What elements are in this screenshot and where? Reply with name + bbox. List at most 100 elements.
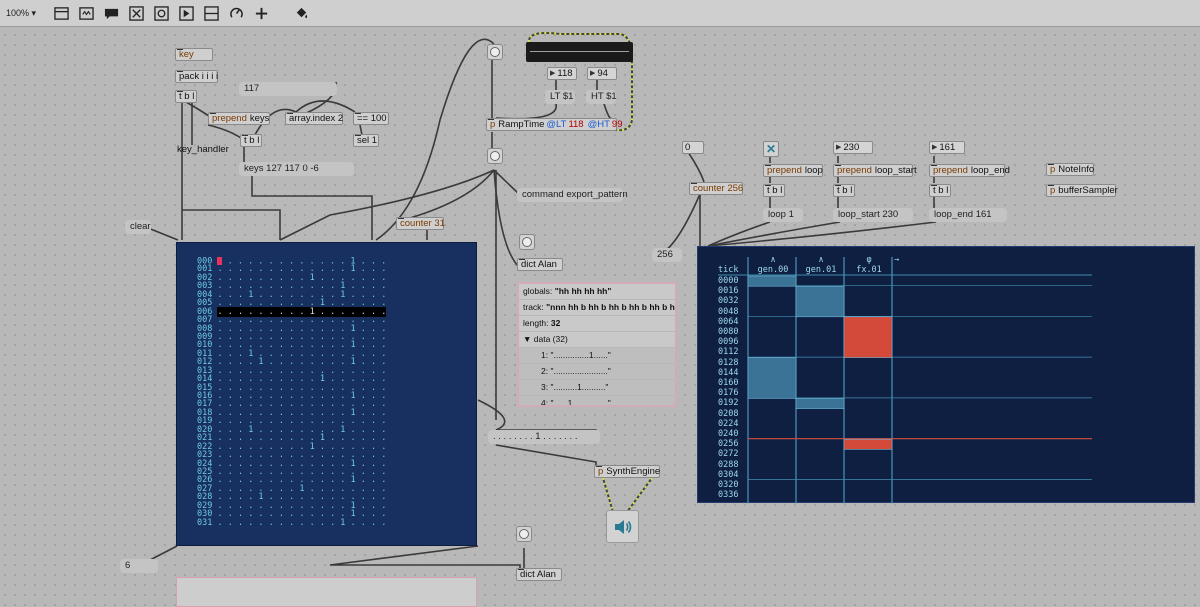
speaker-icon[interactable] — [606, 510, 639, 543]
slider-icon[interactable] — [201, 3, 221, 23]
loop-start-number-box[interactable]: ▶230 — [833, 141, 873, 154]
ht-message[interactable]: HT $1 — [586, 90, 617, 104]
sequencer-row[interactable]: 009 . . . . . . . . . . . . . . . . . — [197, 333, 476, 342]
dict-view[interactable]: globals: "hh hh hh hh" track: "nnn hh b … — [517, 282, 677, 407]
column-header[interactable]: ∧gen.01 — [798, 255, 844, 275]
loop-end-trigger-object[interactable]: t b l — [929, 184, 951, 197]
sequencer-row[interactable]: 003 . . . . . . . . . . . . 1 . . . . — [197, 282, 476, 291]
sequencer-row[interactable]: 012 . . . . 1 . . . . . . . . 1 . . . — [197, 358, 476, 367]
presentation-icon[interactable] — [51, 3, 71, 23]
note-block[interactable] — [747, 275, 797, 287]
equals-object[interactable]: == 100 — [353, 112, 389, 125]
dict-data-item[interactable]: 1: "...............1......" — [519, 348, 675, 364]
number-message[interactable]: 117 — [239, 82, 337, 96]
range-slider[interactable] — [526, 42, 633, 62]
dict-data-item[interactable]: 4: "......1..............." — [519, 396, 675, 405]
pattern-message[interactable]: . . . . . . . . 1 . . . . . . . — [488, 430, 600, 444]
zero-number-box[interactable]: 0 — [682, 141, 704, 154]
bang-button-2[interactable] — [487, 148, 503, 164]
message-icon[interactable] — [101, 3, 121, 23]
loop-start-trigger-object[interactable]: t b l — [833, 184, 855, 197]
loop-end-message[interactable]: loop_end 161 — [929, 208, 1007, 222]
counter-31-object[interactable]: counter 31 — [396, 217, 445, 230]
sequencer-row[interactable]: 018 . . . . . . . . . . . . . 1 . . . — [197, 409, 476, 418]
bang-button-3[interactable] — [516, 526, 532, 542]
dict-length-row[interactable]: length: 32 — [519, 316, 675, 332]
sequencer-row[interactable]: 029 . . . . . . . . . . . . . 1 . . . — [197, 501, 476, 510]
sequencer-row[interactable]: 024 . . . . . . . . . . . . . 1 . . . — [197, 459, 476, 468]
array-index-object[interactable]: array.index 2 — [285, 112, 343, 125]
column-header[interactable]: → — [894, 255, 940, 275]
number-256-message[interactable]: 256 — [652, 248, 682, 262]
lt-number-box[interactable]: ▶118 — [547, 67, 577, 80]
sequencer-row[interactable]: 020 . . . 1 . . . . . . . . 1 . . . . — [197, 426, 476, 435]
bottom-panel[interactable] — [176, 577, 477, 607]
sequencer-row[interactable]: 006 . . . . . . . . . 1 . . . . . . . — [197, 306, 476, 317]
sequencer-row[interactable]: 026 . . . . . . . . . . . . . 1 . . . — [197, 476, 476, 485]
loop-end-number-box[interactable]: ▶161 — [929, 141, 965, 154]
sequencer-row[interactable]: 027 . . . . . . . . 1 . . . . . . . . — [197, 485, 476, 494]
sequencer-row[interactable]: 014 . . . . . . . . . . 1 . . . . . . — [197, 375, 476, 384]
sequencer-row[interactable]: 011 . . . 1 . . . . . . . . . . . . . — [197, 350, 476, 359]
sequencer-row[interactable]: 010 . . . . . . . . . . . . . 1 . . . — [197, 341, 476, 350]
dial-icon[interactable] — [226, 3, 246, 23]
pack-object[interactable]: pack i i i i — [175, 70, 218, 83]
dict-globals-row[interactable]: globals: "hh hh hh hh" — [519, 284, 675, 300]
sequencer-row[interactable]: 028 . . . . 1 . . . . . . . . . . . . — [197, 493, 476, 502]
dict-data-item[interactable]: 2: "......................." — [519, 364, 675, 380]
select-object[interactable]: sel 1 — [353, 134, 379, 147]
lt-message[interactable]: LT $1 — [545, 90, 575, 104]
sequencer-row[interactable]: 001 . . . . . . . . . . . . . 1 . . . — [197, 265, 476, 274]
number-6-message[interactable]: 6 — [120, 559, 158, 573]
sequencer-row[interactable]: 021 . . . . . . . . . . 1 . . . . . . — [197, 434, 476, 443]
dict-alan-object[interactable]: dict Alan — [517, 258, 563, 271]
sequencer-row[interactable]: 000 . . . . . . . . . . . . 1 . . . — [197, 257, 476, 266]
note-block[interactable] — [795, 285, 845, 318]
sequencer-row[interactable]: 031 . . . . . . . . . . . . 1 . . . . — [197, 518, 476, 527]
sequencer-row[interactable]: 017 . . . . . . . . . . . . . . . . . — [197, 400, 476, 409]
ht-number-box[interactable]: ▶94 — [587, 67, 617, 80]
clear-message[interactable]: clear — [125, 220, 151, 234]
sequencer-row[interactable]: 025 . . . . . . . . . . . . . . . . . — [197, 468, 476, 477]
sequencer-row[interactable]: 015 . . . . . . . . . . . . . . . . . — [197, 383, 476, 392]
dict-track-row[interactable]: track: "nnn hh b hh b hh b hh b hh b hh" — [519, 300, 675, 316]
loop-message[interactable]: loop 1 — [763, 208, 803, 222]
export-pattern-message[interactable]: command export_pattern — [517, 188, 628, 202]
sequencer-row[interactable]: 023 . . . . . . . . . . . . . . . . . — [197, 451, 476, 460]
note-block[interactable] — [795, 398, 845, 409]
trigger-object-2[interactable]: t b l — [240, 134, 262, 147]
bang-button[interactable] — [487, 44, 503, 60]
dict-data-item[interactable]: 3: "..........1.........." — [519, 380, 675, 396]
dict-data-row[interactable]: ▼ data (32) — [519, 332, 675, 348]
paint-icon[interactable] — [291, 3, 311, 23]
sequencer-row[interactable]: 016 . . . . . . . . . . . . . 1 . . . — [197, 392, 476, 401]
sequencer-display[interactable]: 000 . . . . . . . . . . . . 1 . . .001 .… — [176, 242, 477, 546]
loop-start-message[interactable]: loop_start 230 — [833, 208, 913, 222]
dict-bang-button[interactable] — [519, 234, 535, 250]
sequencer-row[interactable]: 013 . . . . . . . . . . . . . . . . . — [197, 366, 476, 375]
note-block[interactable] — [747, 357, 797, 399]
sequencer-row[interactable]: 007 . . . . . . . . . . . . . . . . . — [197, 316, 476, 325]
add-icon[interactable] — [251, 3, 271, 23]
sequencer-row[interactable]: 008 . . . . . . . . . . . . . 1 . . . — [197, 324, 476, 333]
loop-toggle[interactable]: ✕ — [763, 141, 779, 157]
counter-256-object[interactable]: counter 256 — [689, 182, 743, 195]
ramptime-subpatch[interactable]: p RampTime @LT 118 @HT 99 — [486, 118, 622, 131]
sequencer-row[interactable]: 022 . . . . . . . . . 1 . . . . . . . — [197, 442, 476, 451]
sequencer-row[interactable]: 004 . . . 1 . . . . . . . . 1 . . . . — [197, 291, 476, 300]
toggle-icon[interactable] — [126, 3, 146, 23]
sequencer-row[interactable]: 030 . . . . . . . . . . . . . 1 . . . — [197, 510, 476, 519]
loop-trigger-object[interactable]: t b l — [763, 184, 785, 197]
trigger-object[interactable]: t b l — [175, 90, 197, 103]
dict-alan-object-2[interactable]: dict Alan — [516, 568, 562, 581]
keys-message[interactable]: keys 127 117 0 -6 — [239, 162, 354, 176]
numbox-icon[interactable] — [151, 3, 171, 23]
